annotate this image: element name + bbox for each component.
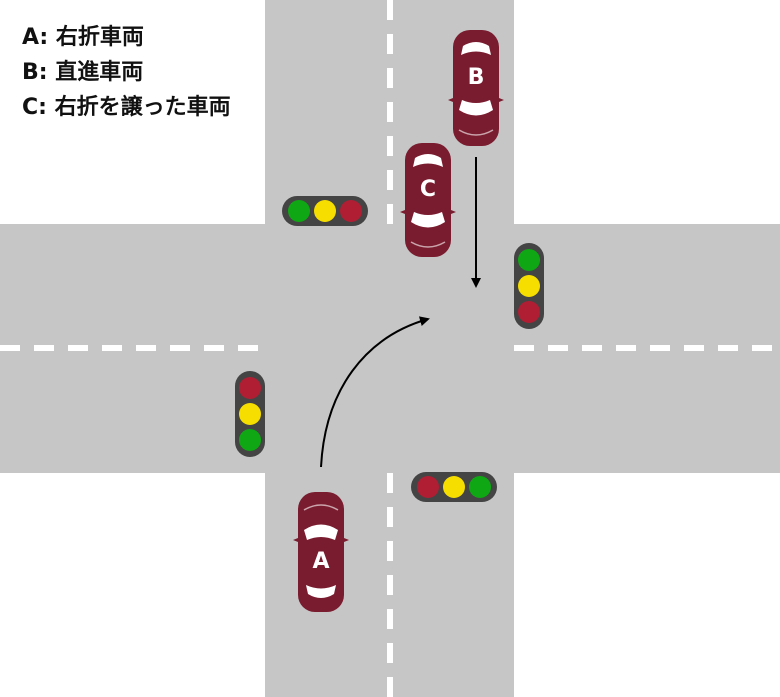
car-c-label: C: [420, 177, 436, 202]
traffic-light-left: [235, 371, 265, 457]
traffic-light-left-lamp-3: [239, 429, 261, 451]
car-b-label: B: [468, 65, 485, 90]
traffic-light-right-lamp-1: [518, 249, 540, 271]
traffic-light-right-lamp-3: [518, 301, 540, 323]
legend-item-a: A: 右折車両: [22, 25, 144, 50]
traffic-light-top-lamp-1: [288, 200, 310, 222]
legend: A: 右折車両 B: 直進車両 C: 右折を譲った車両: [22, 20, 231, 125]
car-b: B: [448, 30, 504, 146]
right-turn-arrow: [320, 316, 430, 468]
car-c: C: [400, 143, 456, 257]
traffic-light-right: [514, 243, 544, 329]
legend-item-b: B: 直進車両: [22, 60, 144, 85]
car-a-label: A: [312, 549, 329, 574]
legend-item-c: C: 右折を譲った車両: [22, 95, 231, 120]
traffic-light-bottom-lamp-3: [469, 476, 491, 498]
traffic-light-top-lamp-2: [314, 200, 336, 222]
traffic-light-top-lamp-3: [340, 200, 362, 222]
traffic-light-top: [282, 196, 368, 226]
traffic-light-bottom-lamp-2: [443, 476, 465, 498]
traffic-light-bottom: [411, 472, 497, 502]
car-a: A: [293, 492, 349, 612]
traffic-light-right-lamp-2: [518, 275, 540, 297]
traffic-light-left-lamp-1: [239, 377, 261, 399]
traffic-light-left-lamp-2: [239, 403, 261, 425]
traffic-light-bottom-lamp-1: [417, 476, 439, 498]
